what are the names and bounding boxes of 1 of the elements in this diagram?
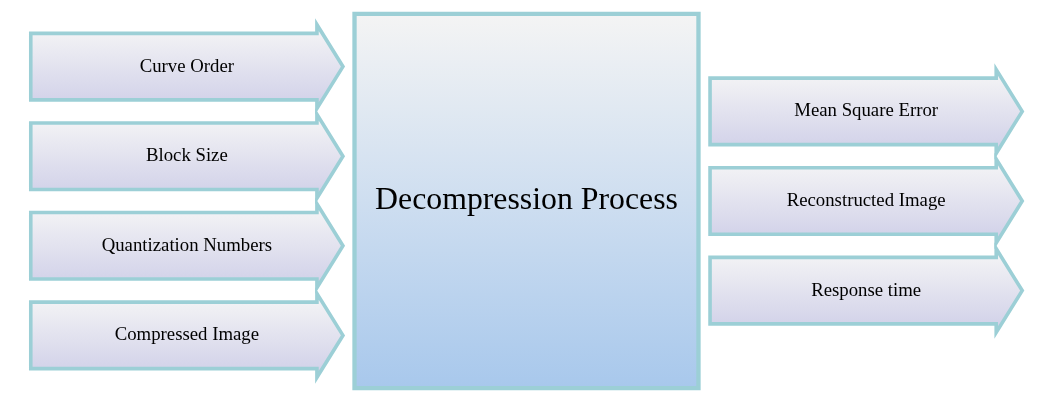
node-box: Decompression Process xyxy=(351,11,701,391)
